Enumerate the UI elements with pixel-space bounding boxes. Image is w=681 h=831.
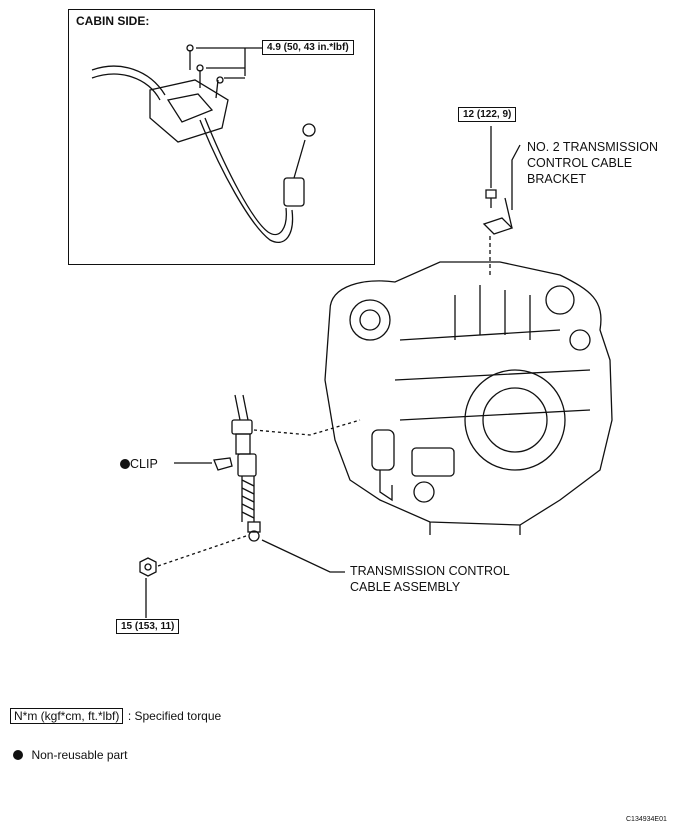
cabin-side-title: CABIN SIDE: [76, 14, 150, 28]
bracket-label-line-2: CONTROL CABLE [527, 156, 633, 170]
clip-label: CLIP [120, 456, 158, 472]
cabin-side-inset [68, 9, 375, 265]
legend-torque-unit: N*m (kgf*cm, ft.*lbf) [10, 708, 124, 724]
figure-code: C134934E01 [626, 816, 667, 823]
nonreusable-dot-icon [120, 459, 130, 469]
bracket-bolt-torque-label: 12 (122, 9) [458, 107, 517, 122]
bracket-label-line-1: NO. 2 TRANSMISSION [527, 140, 659, 154]
nut-drawing [139, 535, 247, 618]
control-cable-drawing [174, 394, 361, 542]
cabin-cable-drawing [91, 44, 316, 243]
bracket-label: NO. 2 TRANSMISSION CONTROL CABLE BRACKET [527, 139, 658, 187]
bracket-drawing [482, 126, 521, 275]
transmission-drawing [324, 261, 613, 535]
clip-label-text: CLIP [130, 457, 158, 471]
legend-torque: N*m (kgf*cm, ft.*lbf) : Specified torque [10, 707, 221, 725]
legend-torque-desc: : Specified torque [127, 709, 222, 723]
bracket-label-line-3: BRACKET [527, 172, 587, 186]
legend-nonreusable-dot-icon [13, 750, 23, 760]
cabin-bolt-torque-label: 4.9 (50, 43 in.*lbf) [262, 40, 354, 55]
cable-assembly-label-line-2: CABLE ASSEMBLY [350, 580, 461, 594]
legend-nonreusable-desc: Non-reusable part [31, 748, 128, 762]
cable-assembly-label-line-1: TRANSMISSION CONTROL [350, 564, 510, 578]
legend-nonreusable: Non-reusable part [13, 746, 128, 764]
cable-assembly-label: TRANSMISSION CONTROL CABLE ASSEMBLY [350, 563, 510, 595]
nut-torque-label: 15 (153, 11) [116, 619, 180, 634]
